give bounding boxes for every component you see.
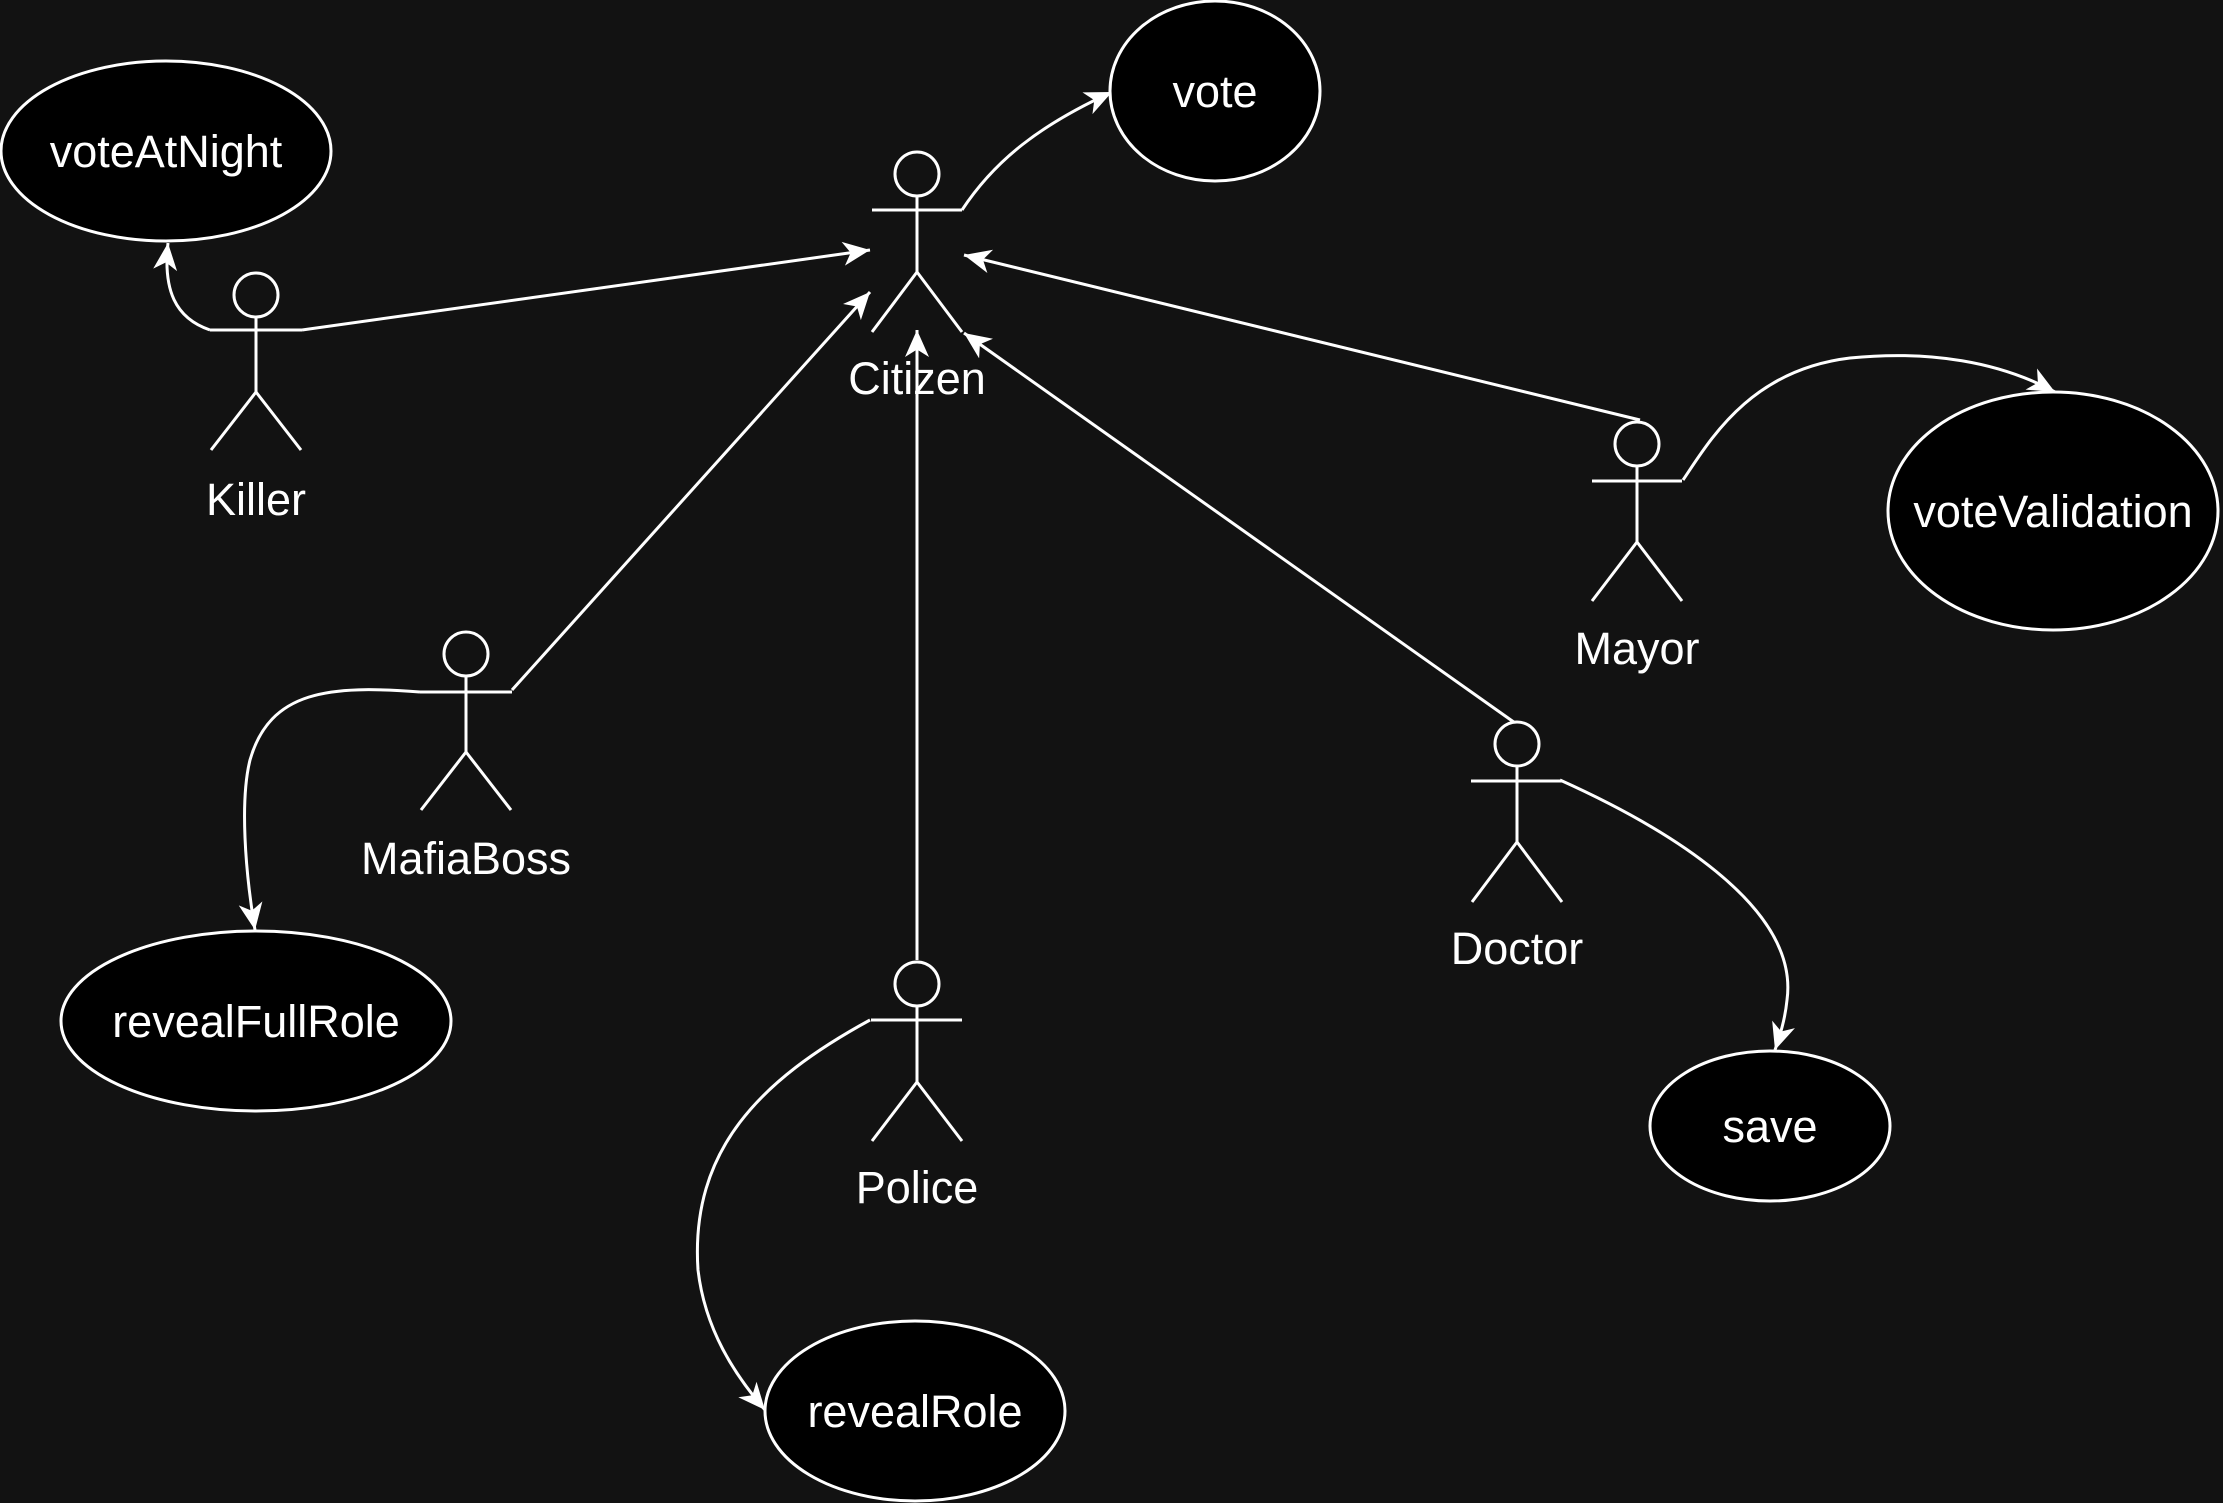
edge-killer-citizen: [301, 241, 871, 332]
edge-doctor-citizen: [963, 331, 1526, 732]
usecase-votevalidation[interactable]: voteValidation: [1886, 390, 2220, 632]
actor-police[interactable]: Police: [856, 960, 979, 1213]
actor-citizen-label: Citizen: [848, 353, 986, 404]
actor-mafiaboss[interactable]: MafiaBoss: [361, 630, 571, 884]
actor-doctor-label: Doctor: [1451, 923, 1584, 974]
edge-mafiaboss-revealfullrole: [238, 688, 421, 931]
edge-mafiaboss-citizen: [510, 290, 872, 692]
edge-citizen-vote: [960, 90, 1113, 211]
usecase-revealrole[interactable]: revealRole: [763, 1319, 1067, 1503]
usecase-save-label: save: [1722, 1101, 1817, 1152]
edge-killer-voteatnight: [153, 242, 211, 332]
usecase-revealfullrole-label: revealFullRole: [112, 996, 400, 1047]
edge-mayor-votevalidation: [1681, 354, 2056, 481]
actor-police-label: Police: [856, 1162, 979, 1213]
usecase-vote[interactable]: vote: [1108, 0, 1322, 183]
actor-killer[interactable]: Killer: [206, 271, 306, 525]
usecase-votevalidation-label: voteValidation: [1913, 486, 2192, 537]
usecase-vote-label: vote: [1172, 66, 1257, 117]
usecase-revealfullrole[interactable]: revealFullRole: [59, 929, 453, 1113]
connectors: [153, 90, 2056, 1411]
edge-police-revealrole: [695, 1018, 871, 1411]
usecase-voteatnight[interactable]: voteAtNight: [0, 59, 333, 243]
usecase-revealrole-label: revealRole: [807, 1386, 1022, 1437]
edge-doctor-save: [1559, 778, 1795, 1051]
actor-mayor-label: Mayor: [1574, 623, 1699, 674]
actor-mafiaboss-label: MafiaBoss: [361, 833, 571, 884]
usecase-save[interactable]: save: [1648, 1049, 1892, 1203]
usecase-voteatnight-label: voteAtNight: [50, 126, 283, 177]
actor-mayor[interactable]: Mayor: [1574, 420, 1700, 674]
actor-doctor[interactable]: Doctor: [1451, 720, 1584, 974]
edge-mayor-citizen: [963, 249, 1641, 422]
actor-killer-label: Killer: [206, 474, 306, 525]
actor-citizen[interactable]: Citizen: [848, 150, 986, 404]
